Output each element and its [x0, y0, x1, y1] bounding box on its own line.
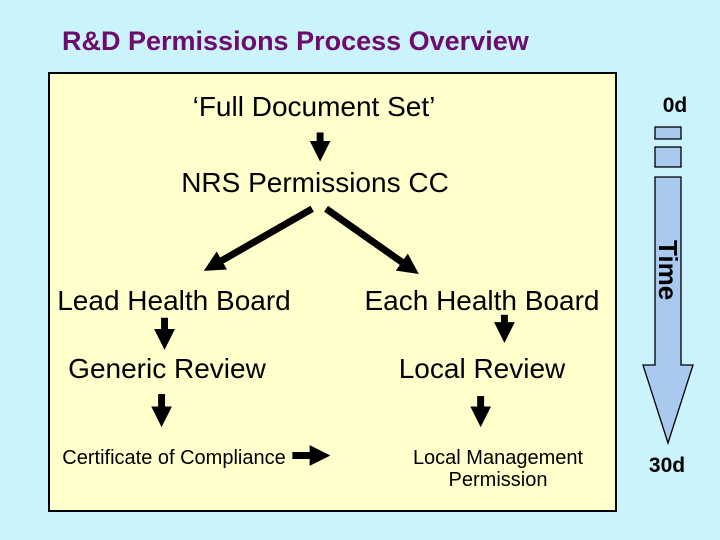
node-lead-health-board: Lead Health Board — [57, 285, 291, 316]
arrow-nrs-to-lead — [203, 205, 314, 271]
timeline-arrow-body — [642, 176, 694, 446]
node-full-document-set: ‘Full Document Set’ — [192, 91, 436, 122]
node-certificate-of-compliance: Certificate of Compliance — [62, 447, 286, 469]
timeline-start-label: 0d — [662, 94, 688, 117]
timeline-segment-2 — [654, 146, 682, 168]
node-local-review: Local Review — [398, 353, 566, 384]
timeline-arrow: Time — [642, 126, 694, 446]
arrow-nrs-to-each — [324, 205, 419, 275]
slide-title: R&D Permissions Process Overview — [62, 26, 529, 56]
flow-arrows — [151, 132, 515, 466]
timeline-end-label: 30d — [648, 454, 686, 477]
node-each-health-board: Each Health Board — [364, 285, 600, 316]
node-local-management-permission: Local Management Permission — [412, 447, 584, 491]
time-axis-label: Time — [653, 240, 683, 300]
timeline-segment-1 — [654, 126, 682, 140]
process-box: ‘Full Document Set’ NRS Permissions CC L… — [48, 72, 617, 512]
node-generic-review: Generic Review — [68, 353, 266, 384]
node-nrs-permissions-cc: NRS Permissions CC — [181, 167, 449, 198]
